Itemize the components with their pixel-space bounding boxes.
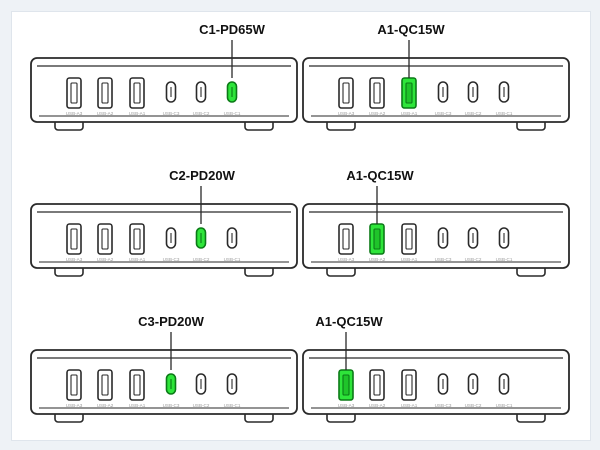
- usb-a-port-tongue: [342, 228, 350, 250]
- port-label: USB-C3: [163, 403, 180, 408]
- charger-label: C1-PD65W: [199, 22, 265, 37]
- usb-a-port-tongue: [101, 374, 109, 396]
- usb-a-port-tongue: [133, 82, 141, 104]
- port-label: USB-C3: [163, 111, 180, 116]
- usb-a-port-tongue: [373, 82, 381, 104]
- charger-3: USB-A3 USB-A2 USB-A1 USB-C3 USB-C2 USB-C1 C2-P…: [30, 168, 298, 277]
- usb-a-port-tongue: [133, 374, 141, 396]
- port-label: USB-A3: [338, 111, 355, 116]
- port-label: USB-C2: [193, 111, 210, 116]
- port-label: USB-A1: [401, 403, 418, 408]
- port-label: USB-C3: [435, 111, 452, 116]
- usb-a-port-tongue: [342, 82, 350, 104]
- usb-a-port-tongue: [101, 228, 109, 250]
- port-label: USB-C1: [224, 257, 241, 262]
- port-label: USB-C2: [193, 403, 210, 408]
- port-label: USB-C3: [435, 257, 452, 262]
- charger-5: USB-A3 USB-A2 USB-A1 USB-C3 USB-C2 USB-C1 C3-P…: [30, 314, 298, 423]
- charger-2: USB-A3 USB-A2 USB-A1 USB-C3 USB-C2 USB-C1 A1-Q…: [302, 22, 570, 131]
- port-label: USB-A1: [401, 111, 418, 116]
- port-label: USB-A3: [66, 111, 83, 116]
- port-label: USB-C1: [496, 111, 513, 116]
- port-label: USB-A3: [66, 403, 83, 408]
- port-label: USB-A1: [129, 403, 146, 408]
- port-label: USB-C1: [224, 403, 241, 408]
- port-label: USB-A2: [369, 111, 386, 116]
- usb-a-port-tongue: [70, 228, 78, 250]
- port-label: USB-C2: [193, 257, 210, 262]
- port-label: USB-A1: [401, 257, 418, 262]
- usb-a-port-tongue: [405, 374, 413, 396]
- usb-a-port-tongue: [70, 374, 78, 396]
- charger-label: A1-QC15W: [315, 314, 383, 329]
- port-label: USB-C2: [465, 403, 482, 408]
- charger-1: USB-A3 USB-A2 USB-A1 USB-C3 USB-C2 USB-C1 C1-P…: [30, 22, 298, 131]
- port-label: USB-A1: [129, 257, 146, 262]
- port-label: USB-C3: [435, 403, 452, 408]
- port-label: USB-A3: [338, 403, 355, 408]
- usb-a-port-tongue: [101, 82, 109, 104]
- usb-a-port-tongue: [342, 374, 350, 396]
- port-label: USB-C1: [496, 403, 513, 408]
- charger-label: C3-PD20W: [138, 314, 204, 329]
- port-label: USB-A2: [369, 403, 386, 408]
- port-label: USB-A2: [97, 403, 114, 408]
- port-label: USB-A3: [338, 257, 355, 262]
- usb-a-port-tongue: [70, 82, 78, 104]
- port-label: USB-C3: [163, 257, 180, 262]
- charger-label: C2-PD20W: [169, 168, 235, 183]
- port-label: USB-C2: [465, 111, 482, 116]
- charger-label: A1-QC15W: [346, 168, 414, 183]
- port-label: USB-A1: [129, 111, 146, 116]
- port-label: USB-A2: [97, 257, 114, 262]
- usb-a-port-tongue: [133, 228, 141, 250]
- charger-4: USB-A3 USB-A2 USB-A1 USB-C3 USB-C2 USB-C1 A1-Q…: [302, 168, 570, 277]
- port-label: USB-C1: [496, 257, 513, 262]
- port-label: USB-C2: [465, 257, 482, 262]
- port-label: USB-A2: [97, 111, 114, 116]
- port-label: USB-C1: [224, 111, 241, 116]
- usb-a-port-tongue: [405, 82, 413, 104]
- port-label: USB-A3: [66, 257, 83, 262]
- charger-6: USB-A3 USB-A2 USB-A1 USB-C3 USB-C2 USB-C1 A1-Q…: [302, 314, 570, 423]
- usb-a-port-tongue: [405, 228, 413, 250]
- charger-label: A1-QC15W: [377, 22, 445, 37]
- port-label: USB-A2: [369, 257, 386, 262]
- usb-a-port-tongue: [373, 228, 381, 250]
- usb-a-port-tongue: [373, 374, 381, 396]
